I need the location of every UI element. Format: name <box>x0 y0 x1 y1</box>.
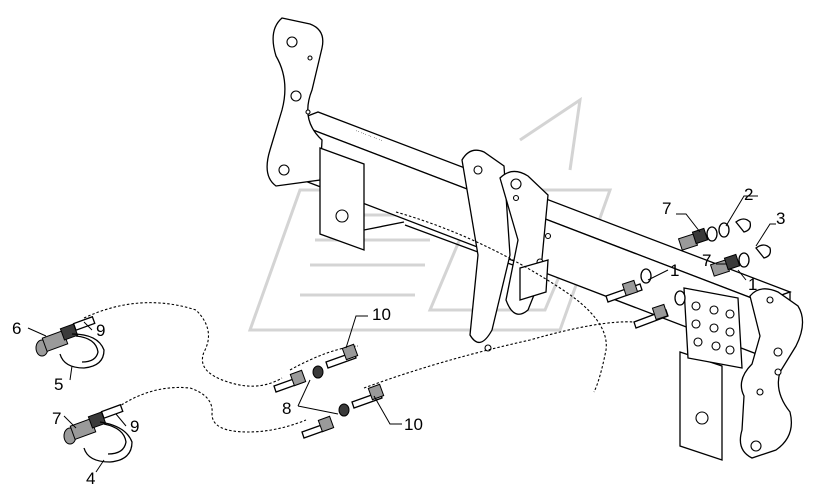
callout-5: 5 <box>54 375 63 394</box>
left-coupler-group-lower <box>63 403 133 463</box>
left-coupler-group-upper <box>35 315 105 369</box>
right-end-plate <box>679 288 804 461</box>
callout-3: 3 <box>776 209 785 228</box>
hydraulic-hoses <box>83 211 635 433</box>
callout-1-right: 1 <box>748 275 757 294</box>
callout-9-lower: 9 <box>130 417 139 436</box>
callout-6: 6 <box>12 319 21 338</box>
right-couplings <box>605 218 772 329</box>
callout-labels: 2 3 7 7 1 1 6 9 5 10 8 10 7 9 4 <box>12 185 785 488</box>
left-hanging-plate <box>319 147 405 251</box>
leader-lines <box>27 195 776 473</box>
callout-2: 2 <box>744 185 753 204</box>
callout-10-lower: 10 <box>404 415 423 434</box>
callout-4: 4 <box>86 469 95 488</box>
callout-7-left: 7 <box>52 409 61 428</box>
callout-1-left: 1 <box>670 261 679 280</box>
center-fittings <box>273 343 385 439</box>
callout-7-right-upper: 7 <box>662 199 671 218</box>
callout-10-upper: 10 <box>372 305 391 324</box>
callout-7-right-lower: 7 <box>702 251 711 270</box>
left-bracket-plate <box>266 17 324 187</box>
coupling-block <box>683 287 743 369</box>
callout-9-upper: 9 <box>96 321 105 340</box>
callout-8: 8 <box>282 399 291 418</box>
